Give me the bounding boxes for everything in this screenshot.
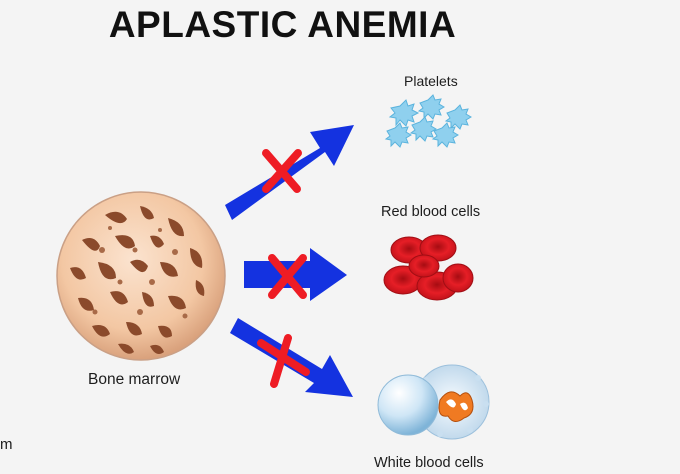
red-blood-cells-label: Red blood cells [381, 204, 481, 220]
cross-red-blood-cells-icon [268, 254, 307, 299]
white-blood-cells-label: White blood cells [374, 455, 484, 471]
bone-marrow-label: Bone marrow [88, 371, 181, 388]
arrow-to-white-blood-cells [230, 318, 353, 397]
diagram-title: APLASTIC ANEMIA [108, 4, 457, 45]
arrow-to-red-blood-cells [244, 248, 347, 301]
cross-white-blood-cells-icon [257, 334, 310, 388]
platelets-icon [384, 94, 472, 148]
white-blood-cell-icon [377, 364, 490, 440]
cropped-text-fragment: m [0, 436, 13, 453]
platelets-label: Platelets [404, 73, 458, 89]
bone-marrow-icon [56, 191, 226, 361]
red-blood-cells-icon [383, 234, 474, 301]
arrow-to-platelets [225, 125, 354, 220]
cross-platelets-icon [262, 149, 302, 193]
